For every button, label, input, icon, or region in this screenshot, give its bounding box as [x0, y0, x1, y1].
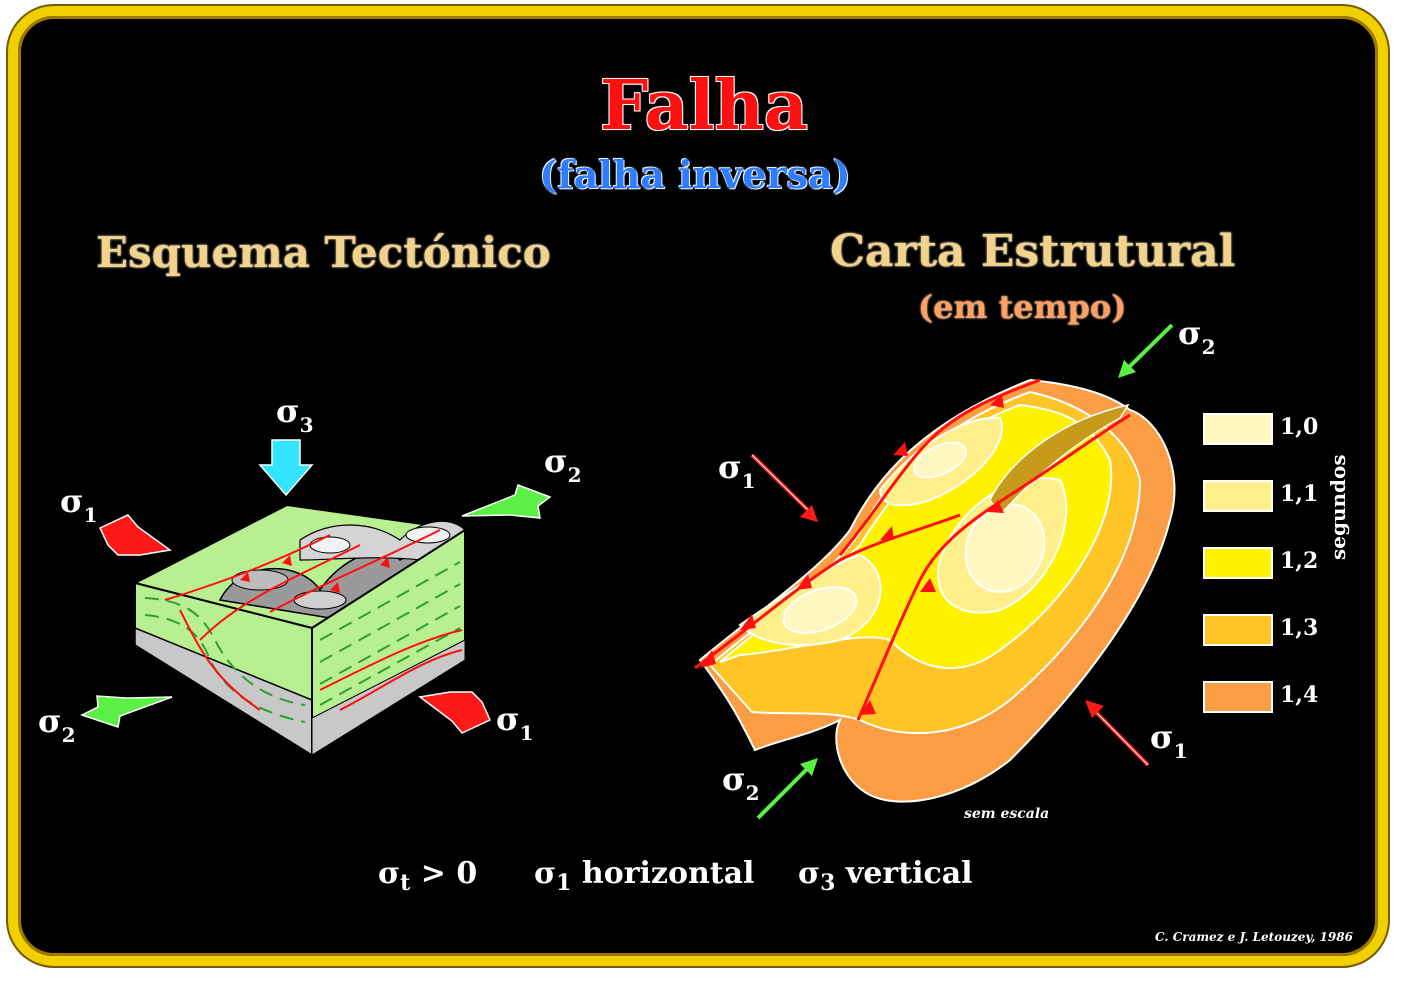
legend-label-5: 1,4	[1280, 682, 1319, 708]
legend-label-3: 1,2	[1280, 548, 1319, 574]
map-sigma2-bottom-arrow	[756, 758, 818, 820]
stress-condition-3: σ3 vertical	[798, 856, 973, 896]
sigma2-right-label: σ2	[544, 442, 582, 487]
sigma2-left-arrow	[80, 695, 173, 728]
legend-label-2: 1,1	[1280, 481, 1319, 507]
map-sigma2-bottom-label: σ2	[722, 760, 760, 805]
scale-note: sem escala	[964, 806, 1050, 822]
left-heading: Esquema Tectónico	[96, 228, 551, 277]
structural-map	[694, 378, 1176, 803]
map-sigma1-top-label: σ1	[718, 448, 756, 493]
legend-swatches	[1203, 413, 1273, 713]
legend-label-1: 1,0	[1280, 414, 1319, 440]
sigma1-right-label: σ1	[496, 700, 534, 745]
page-title: Falha	[600, 66, 808, 146]
sigma3-arrow	[258, 439, 314, 497]
page-subtitle: (falha inversa)	[539, 152, 851, 197]
stress-condition-1: σt > 0	[378, 856, 478, 896]
map-sigma2-top-label: σ2	[1178, 314, 1216, 359]
sigma2-left-label: σ2	[38, 702, 76, 747]
stress-condition-2: σ1 horizontal	[534, 856, 755, 896]
sigma3-label: σ3	[276, 392, 314, 437]
map-sigma1-bottom-label: σ1	[1150, 718, 1188, 763]
right-subheading: (em tempo)	[918, 288, 1127, 326]
map-sigma2-top-arrow	[1118, 323, 1174, 378]
right-heading: Carta Estrutural	[830, 226, 1236, 277]
sigma1-right-arrow	[418, 691, 491, 734]
sigma1-left-label: σ1	[60, 482, 98, 527]
sigma2-right-arrow	[461, 484, 552, 519]
map-sigma1-bottom-arrow	[1085, 700, 1150, 767]
sigma1-left-arrow	[99, 514, 172, 556]
credit-text: C. Cramez e J. Letouzey, 1986	[1155, 930, 1353, 944]
map-sigma1-top-arrow	[750, 453, 818, 522]
tectonic-block-diagram	[132, 503, 468, 757]
legend-label-4: 1,3	[1280, 615, 1319, 641]
legend-axis-label: segundos	[1326, 454, 1350, 560]
